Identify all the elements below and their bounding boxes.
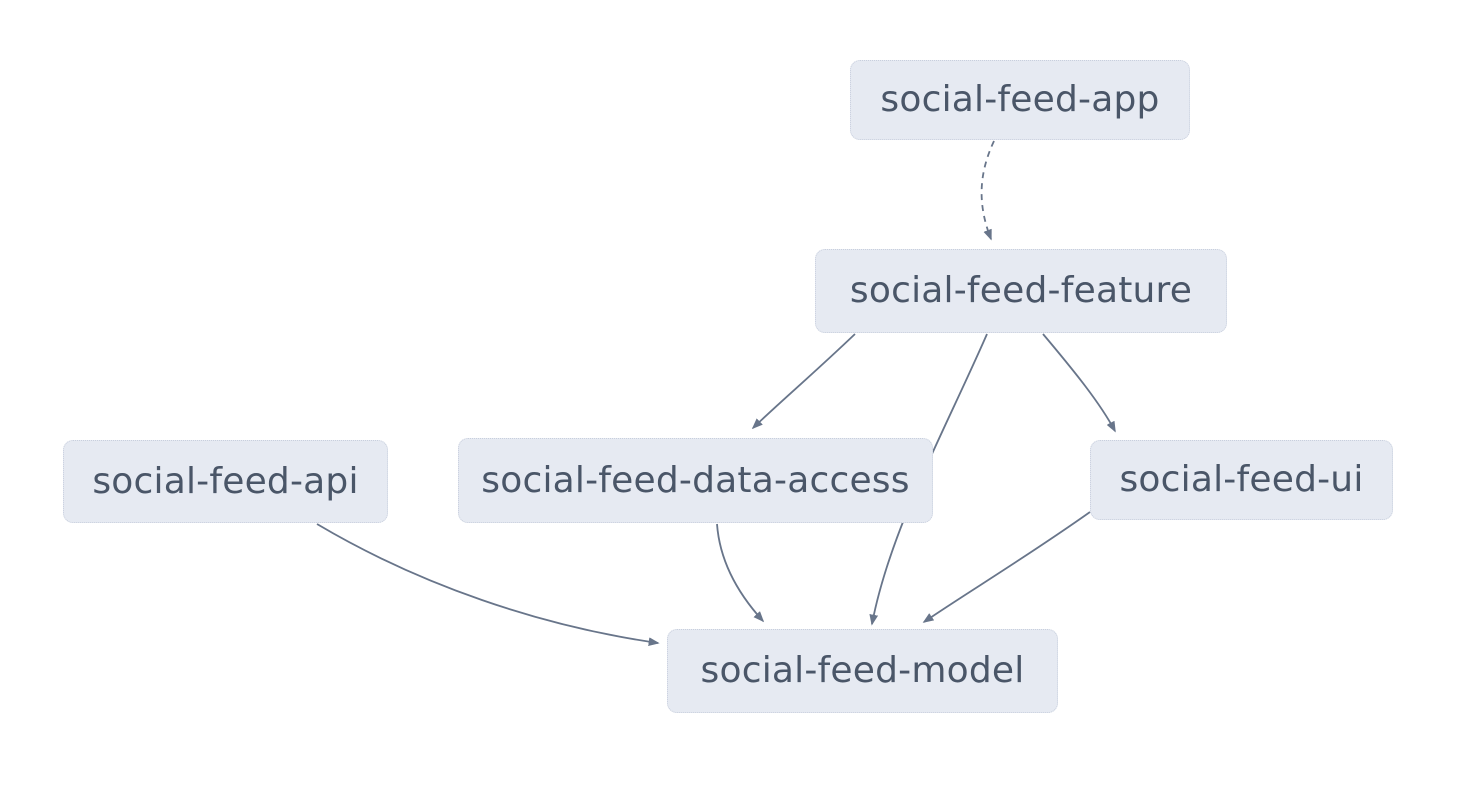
node-social-feed-ui[interactable]: social-feed-ui bbox=[1090, 440, 1393, 520]
edge-social-feed-app-to-social-feed-feature[interactable] bbox=[980, 140, 995, 241]
node-social-feed-app[interactable]: social-feed-app bbox=[850, 60, 1190, 140]
node-label: social-feed-api bbox=[92, 460, 359, 502]
node-social-feed-model[interactable]: social-feed-model bbox=[667, 629, 1058, 713]
node-label: social-feed-data-access bbox=[481, 459, 910, 501]
edge-social-feed-feature-to-social-feed-ui[interactable] bbox=[1042, 333, 1116, 433]
node-label: social-feed-app bbox=[880, 79, 1160, 120]
edge-social-feed-data-access-to-social-feed-model[interactable] bbox=[716, 523, 765, 623]
edge-social-feed-api-to-social-feed-model[interactable] bbox=[316, 523, 660, 647]
edge-social-feed-ui-to-social-feed-model[interactable] bbox=[922, 511, 1091, 623]
node-label: social-feed-ui bbox=[1119, 459, 1364, 500]
node-social-feed-feature[interactable]: social-feed-feature bbox=[815, 249, 1227, 333]
node-label: social-feed-feature bbox=[849, 270, 1193, 311]
node-social-feed-api[interactable]: social-feed-api bbox=[63, 440, 388, 523]
node-label: social-feed-model bbox=[700, 650, 1025, 691]
edge-social-feed-feature-to-social-feed-data-access[interactable] bbox=[751, 333, 856, 430]
node-social-feed-data-access[interactable]: social-feed-data-access bbox=[458, 438, 933, 523]
